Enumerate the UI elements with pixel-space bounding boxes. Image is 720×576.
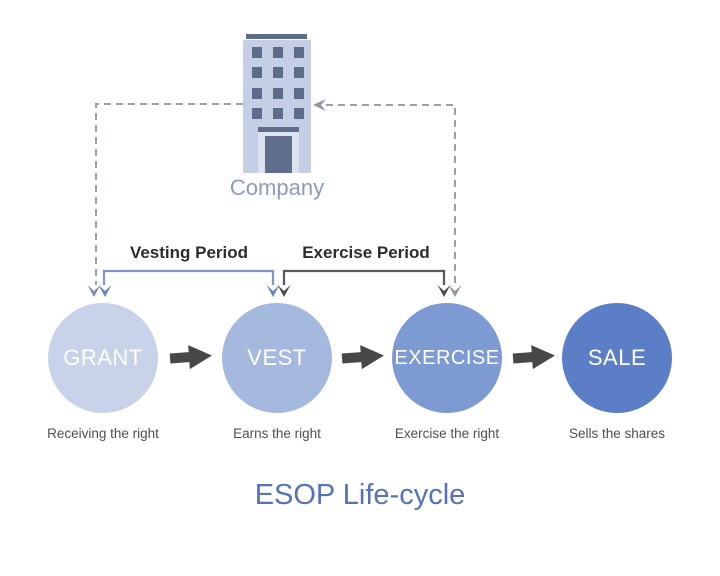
building-window [252, 107, 262, 119]
building-window [294, 67, 304, 79]
building-window [273, 107, 283, 119]
stage-label: VEST [247, 345, 307, 370]
building-body [243, 40, 311, 173]
stage-label: EXERCISE [394, 346, 500, 369]
building-window [252, 47, 262, 58]
building-window [294, 107, 304, 119]
building-window [273, 67, 283, 79]
building-windows [252, 47, 304, 119]
building-window [294, 47, 304, 58]
down-arrowhead-icon [437, 285, 451, 297]
vesting-period-label: Vesting Period [129, 243, 249, 262]
stage-label: SALE [587, 345, 647, 370]
company-building-icon [243, 34, 311, 173]
building-roof [246, 34, 307, 39]
building-window [252, 87, 262, 99]
exercise-period-label: Exercise Period [302, 243, 430, 262]
stage-circle-exercise: EXERCISE [392, 303, 502, 413]
building-window [273, 47, 283, 58]
building-door-frame [258, 132, 299, 173]
stage-caption: Earns the right [233, 426, 321, 441]
stage-caption: Exercise the right [394, 426, 500, 441]
stage-label: GRANT [63, 345, 143, 370]
building-window [273, 87, 283, 99]
down-arrowhead-icon [448, 285, 462, 297]
company-label: Company [229, 175, 325, 200]
building-window [294, 87, 304, 99]
stage-circle-vest: VEST [222, 303, 332, 413]
diagram-title: ESOP Life-cycle [254, 479, 466, 511]
right-block-arrow-icon [512, 345, 555, 370]
vesting-period-bracket [102, 269, 275, 285]
stage-circle-grant: GRANT [48, 303, 158, 413]
stage-circle-sale: SALE [562, 303, 672, 413]
building-window [252, 67, 262, 79]
stage-caption: Sells the shares [568, 426, 666, 441]
right-block-arrow-icon [169, 345, 212, 370]
building-door [265, 136, 292, 173]
down-arrowhead-icon [87, 285, 101, 297]
down-arrowhead-icon [266, 285, 280, 297]
stage-caption: Receiving the right [47, 426, 159, 441]
building-door-lintel [258, 127, 299, 132]
down-arrowhead-icon [98, 285, 112, 297]
exercise-period-bracket [282, 269, 446, 285]
down-arrowhead-icon [277, 285, 291, 297]
left-arrowhead-icon [313, 99, 326, 111]
right-block-arrow-icon [341, 345, 384, 370]
